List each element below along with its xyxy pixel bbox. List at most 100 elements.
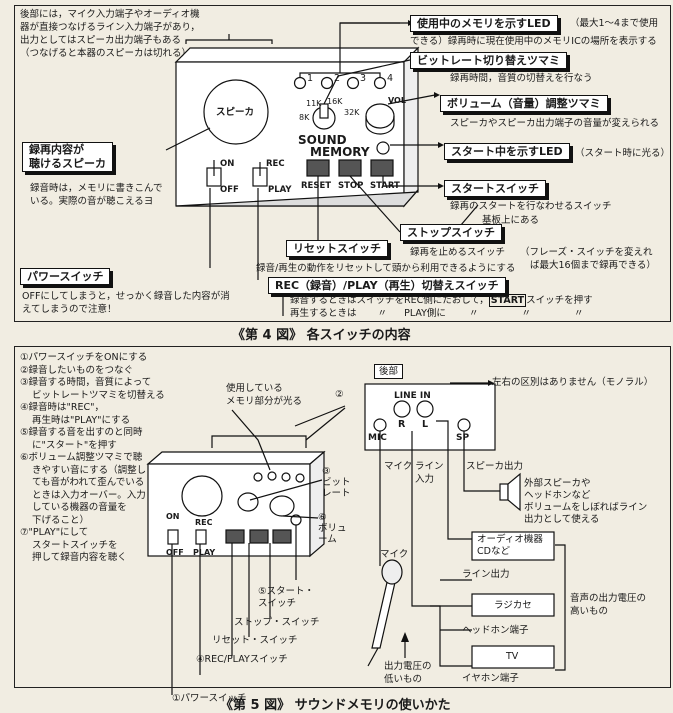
volume-note: スピーカやスピーカ出力端子の音量が変えられる [450,118,660,129]
led-memory-label: 使用中のメモリを示すLED [410,15,558,32]
memory-text: MEMORY [310,145,370,159]
step: ①パワースイッチをONにする [20,352,148,363]
stop-switch-label: ストップスイッチ [400,224,502,241]
memory-lit: 使用している メモリ部分が光る [226,383,303,407]
fig4-frame [14,5,671,322]
play-text: PLAY [268,185,292,195]
reset-5: リセット・スイッチ [212,635,298,646]
mic-top: マイク [380,549,409,560]
recplay-line1a: 録音するときはスイッチをREC側にたおして， [290,295,489,306]
reset-switch-note: 録音/再生の動作をリセットして頭から利用できるようにする [256,263,516,274]
step: ④録音時は"REC"， [20,402,104,413]
fig4-caption: 《第 4 図》 各スイッチの内容 [232,328,411,343]
step: ても音がわれて歪んでいる [32,477,145,488]
volume-label: ボリューム（音量）調整ツマミ [440,95,608,112]
power-switch-note: OFFにしてしまうと，せっかく録音した内容が消えてしまうので注意！ [22,291,230,315]
ditto-1: 〃 [377,308,388,319]
r-label: R [398,419,406,430]
line-out: ライン出力 [462,569,510,580]
step: 再生時は"PLAY"にする [32,414,131,426]
fig5-caption: 《第 5 図》 サウンドメモリの使いかた [220,698,451,713]
step: ⑥ボリューム調整ツマミで聴 [20,452,143,463]
speaker-box-note: 録音時は，メモリに書きこんでいる。実際の音が聴こえるヨ [30,183,163,207]
fig5-frame [14,346,671,688]
speaker-text: スピーカ [216,107,255,118]
rec-text: REC [266,159,285,169]
k32: 32K [344,108,360,117]
board-note: 基板上にある [482,215,540,226]
k11: 11K [306,99,322,108]
no-lr: 左右の区別はありません（モノラル） [492,377,654,388]
power-5: ①パワースイッチ [172,693,247,704]
volume-5: ⑥ ボリュ ーム [318,512,347,545]
step: ③録音する時間，音質によって [20,377,152,388]
step: 押して録音内容を聴く [32,552,127,563]
speaker-circle [203,79,269,145]
rear-label: 後部 [374,364,404,379]
speaker-box-label2: 聴けるスピーカ [29,157,106,170]
start-switch-label: スタートスイッチ [444,180,546,197]
ext-speaker: 外部スピーカや ヘッドホンなど ボリュームをしぼればライン 出力として使える [524,478,648,525]
led-num-3: 3 [360,73,367,84]
bitrate-label: ビットレート切り替えツマミ [410,52,567,69]
circle-2: ② [335,389,344,400]
recplay-switch-label: REC（録音）/PLAY（再生）切替えスイッチ [268,277,506,294]
low-voltage: 出力電圧の 低いもの [384,661,432,685]
step: 下げること） [32,514,90,526]
tv: TV [506,651,519,662]
mic-label-panel: MIC [368,433,387,443]
step: スタートスイッチを [32,539,118,551]
start-text: START [370,181,400,191]
step: きやすい音にする（調整し [32,464,147,476]
vol-text: VOL [388,96,406,105]
recplay-5: ④REC/PLAYスイッチ [196,654,288,665]
phrase-note2: ば最大16個まで録再できる） [530,260,656,271]
step: ⑤録音する音を出すのと同時 [20,427,143,438]
step: ビットレートツマミを切替える [32,389,165,401]
recplay-line2b: PLAY側に [404,308,446,319]
radio: ラジカセ [494,600,532,611]
bitrate-5: ③ ビット レート [322,466,351,499]
led-num-4: 4 [387,73,394,84]
k16: 16K [327,97,343,106]
high-voltage: 音声の出力電圧の 高いもの [570,593,647,617]
on-text: ON [220,159,235,169]
start-led-note: （スタート時に光る） [575,148,671,159]
speaker-box-label1: 録再内容が [29,143,84,156]
mic-label: マイク [384,461,413,472]
led-num-2: 2 [334,73,341,84]
sound-text: SOUND [298,133,347,147]
ditto-2: 〃 [468,308,479,319]
play-5: PLAY [193,548,216,557]
start-switch-note: 録再のスタートを行なわせるスイッチ [450,201,612,212]
led-num-1: 1 [307,73,314,84]
audio-dev: オーディオ機器 CDなど [477,534,543,557]
reset-text: RESET [301,181,332,191]
start-5: ⑤スタート・ スイッチ [258,586,315,609]
on-5: ON [166,512,180,521]
rear-note: 後部には，マイク入力端子やオーディオ機器が直接つなげるライン入力端子があり，出力… [20,9,200,59]
recplay-line2: 再生するときは 〃 PLAY側に 〃 〃 〃 [290,307,584,320]
stop-text: STOP [338,181,364,191]
steps-list: ①パワースイッチをONにする ②録音したいものをつなぐ ③録音する時間，音質によ… [20,352,170,565]
step: ②録音したいものをつなぐ [20,364,134,376]
stop-switch-note: 録再を止めるスイッチ [410,247,506,258]
line-in: LINE IN [394,391,431,401]
off-5: OFF [166,548,184,557]
k8: 8K [299,113,310,122]
speaker-box-label: 録再内容が 聴けるスピーカ [22,142,113,172]
sp-label-panel: SP [456,433,470,443]
earphone: イヤホン端子 [462,673,519,684]
step: に"スタート"を押す [32,439,117,451]
power-switch-label: パワースイッチ [20,268,111,285]
stop-5: ストップ・スイッチ [234,617,320,628]
reset-switch-label: リセットスイッチ [286,240,388,257]
phrase-note1: （フレーズ・スイッチを変えれ [520,247,653,258]
l-label: L [422,419,429,430]
ditto-3: 〃 [521,308,531,319]
start-word: START [488,294,527,307]
recplay-line1b: スイッチを押す [526,295,593,306]
led-memory-note2: できる）録再時に現在使用中のメモリICの場所を表示する [410,36,657,47]
